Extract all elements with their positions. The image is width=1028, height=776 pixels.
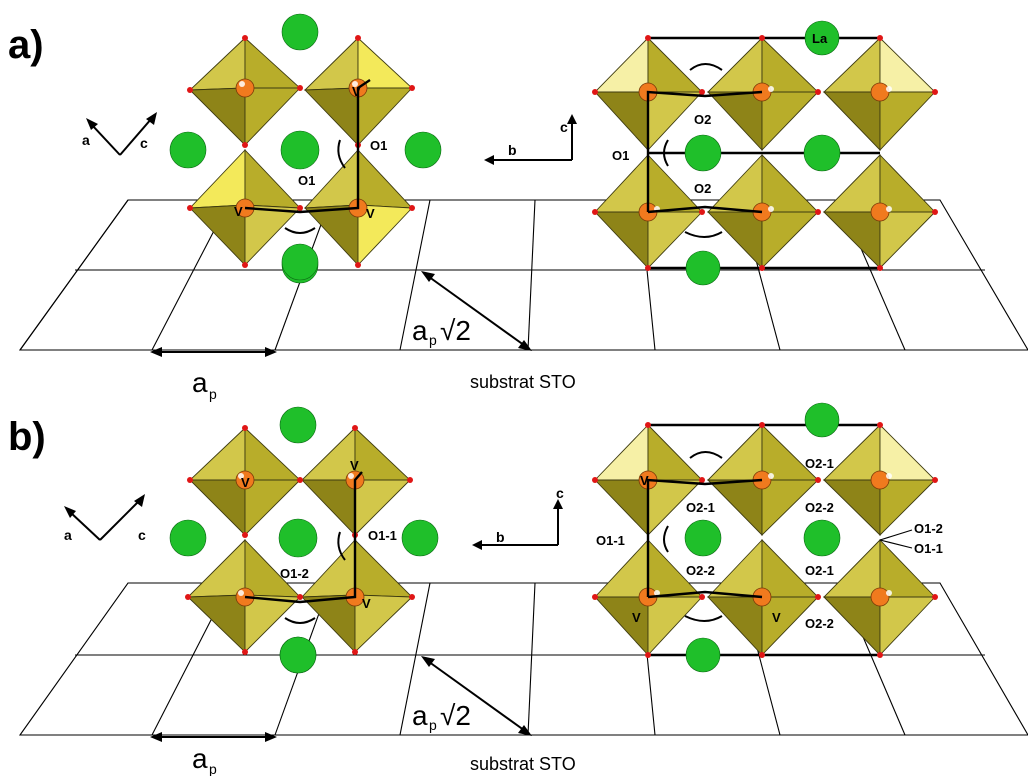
- o2-2-mid-label-b: O2-2: [686, 563, 715, 578]
- ap-sqrt2-a-sub: p: [429, 332, 437, 348]
- panel-b-label: b): [8, 415, 46, 459]
- ap-sqrt2-a-label: a: [412, 315, 428, 346]
- panel-a-label: a): [8, 23, 44, 67]
- ap-sub-b: p: [209, 761, 217, 776]
- structure-right-a: La O2 O1 O2: [592, 20, 938, 286]
- v2-right-label-b: V: [632, 610, 641, 625]
- ap-sqrt2-b-label: a: [412, 700, 428, 731]
- axes-right-b: b c: [472, 485, 564, 550]
- o2-top-label-a: O2: [694, 112, 711, 127]
- ap-label-b: a: [192, 743, 208, 774]
- axis-c-label-a: c: [140, 135, 148, 151]
- o2-1-mid-label-b: O2-1: [686, 500, 715, 515]
- ap-sqrt2-b-sub: p: [429, 717, 437, 733]
- v1-label-left-a: V: [234, 204, 243, 219]
- o2-bot-label-a: O2: [694, 181, 711, 196]
- ap-sub-a: p: [209, 386, 217, 402]
- axis-c-label-b: c: [138, 527, 146, 543]
- ap-sqrt2-dimension-a: a p √2: [412, 271, 532, 351]
- o2-1-top-label-b: O2-1: [805, 456, 834, 471]
- substrate-label-b: substrat STO: [470, 754, 576, 774]
- la-label-a: La: [812, 31, 828, 46]
- ap-sqrt2-dimension-b: a p √2: [412, 656, 532, 736]
- v3-label-left-a: V: [366, 206, 375, 221]
- ap-dimension-b: a p: [150, 732, 277, 776]
- axis-a-label-a: a: [82, 132, 90, 148]
- o1-2-side-label-b: O1-2: [914, 521, 943, 536]
- o2-2-bottom-label-b: O2-2: [805, 616, 834, 631]
- structure-left-a: O1 O1 V V V: [169, 13, 442, 284]
- o2-1-low-label-b: O2-1: [805, 563, 834, 578]
- v3-right-label-b: V: [772, 610, 781, 625]
- ap-dimension-a: a p: [150, 347, 277, 402]
- axis-a-label-b: a: [64, 527, 72, 543]
- axes-right-a: b c: [484, 114, 577, 165]
- panel-a: a) a p a p √2: [8, 13, 1028, 402]
- v1-right-label-b: V: [640, 473, 649, 488]
- substrate-label-a: substrat STO: [470, 372, 576, 392]
- o1-1-label-left-b: O1-1: [368, 528, 397, 543]
- axis-b-label-a: b: [508, 142, 517, 158]
- o1-label-left-a: O1: [298, 173, 315, 188]
- panel-b: b) a p a p √2 substrat STO: [8, 402, 1028, 776]
- v1-label-left-b: V: [241, 475, 250, 490]
- ap-sqrt2-b-root: √2: [440, 700, 471, 731]
- v3-label-left-b: V: [362, 596, 371, 611]
- o1b-label-left-a: O1: [370, 138, 387, 153]
- v2-label-left-a: V: [352, 84, 361, 99]
- axes-left-b: a c: [64, 494, 146, 543]
- axes-left-a: a c: [82, 112, 157, 156]
- axis-b-label-b: b: [496, 529, 505, 545]
- o1-right-label-a: O1: [612, 148, 629, 163]
- o1-2-label-left-b: O1-2: [280, 566, 309, 581]
- axis-c-right-label-b: c: [556, 485, 564, 501]
- v2-label-left-b: V: [350, 458, 359, 473]
- o1-1-right-label-b: O1-1: [596, 533, 625, 548]
- o2-2-top-label-b: O2-2: [805, 500, 834, 515]
- ap-label-a: a: [192, 367, 208, 398]
- axis-c-right-label-a: c: [560, 119, 568, 135]
- structure-right-b: O2-1 O2-1 O2-2 O1-1 O2-2 O2-1 O1-2 O1-1 …: [592, 402, 943, 673]
- o1-1-side-label-b: O1-1: [914, 541, 943, 556]
- ap-sqrt2-a-root: √2: [440, 315, 471, 346]
- structure-left-b: O1-1 O1-2 V V V: [169, 406, 439, 674]
